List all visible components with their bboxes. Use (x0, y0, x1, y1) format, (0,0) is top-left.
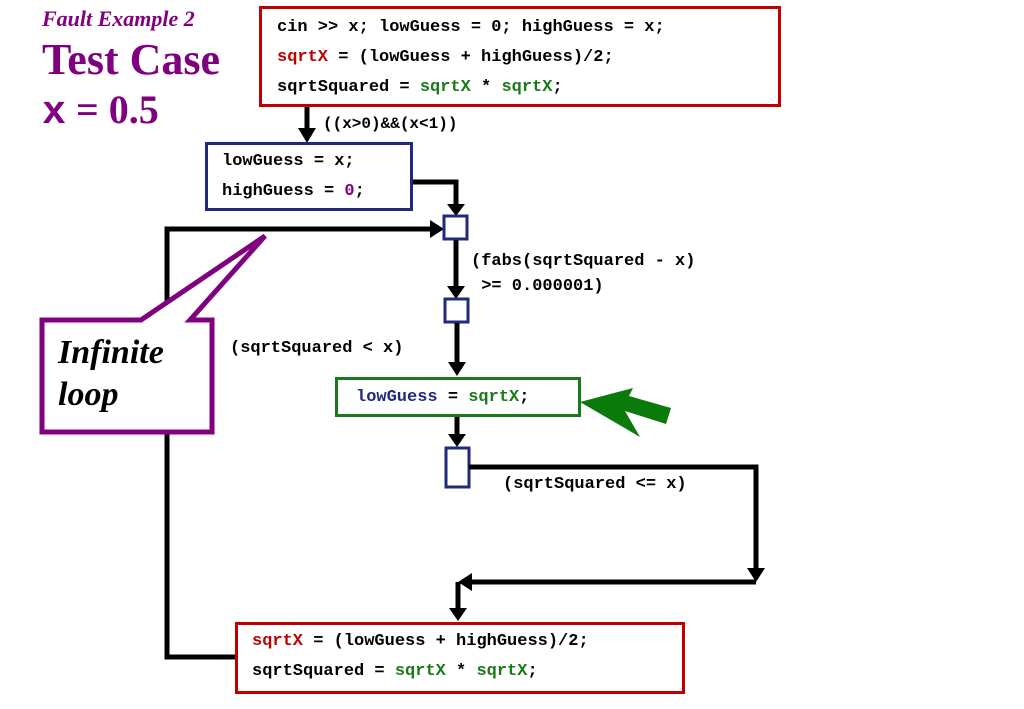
code-token: sqrtSquared = (277, 78, 420, 97)
code-token: sqrtX (501, 78, 553, 97)
less-condition-label: (sqrtSquared < x) (230, 339, 404, 358)
le-condition-label: (sqrtSquared <= x) (503, 475, 687, 494)
loop-condition-line2: >= 0.000001) (471, 277, 604, 296)
code-token: sqrtX (252, 632, 304, 651)
arrowhead-merge-left (458, 573, 472, 591)
init-code-box: cin >> x; lowGuess = 0; highGuess = x; s… (259, 6, 781, 107)
code-token: sqrtX (394, 662, 446, 681)
decision-node-loop (442, 214, 469, 241)
code-token: sqrtX (419, 78, 471, 97)
code-token: sqrtSquared = (252, 662, 395, 681)
arrowhead-node2-to-lowbox (448, 362, 466, 376)
edge-assign-to-node1 (412, 179, 459, 205)
callout-line-1: Infinite (58, 334, 164, 371)
decision-node-less (443, 297, 470, 324)
lowguess-code-box: lowGuess = sqrtX; (335, 377, 581, 417)
arrowhead-node1-to-node2 (447, 286, 465, 299)
loop-condition-line1: (fabs(sqrtSquared - x) (471, 252, 696, 271)
code-token: = (lowGuess + highGuess)/2; (303, 632, 589, 651)
code-line-2: sqrtX = (lowGuess + highGuess)/2; (277, 43, 778, 73)
code-line-1: cin >> x; lowGuess = 0; highGuess = x; (277, 18, 665, 37)
code-token: sqrtX (468, 388, 520, 407)
code-token: sqrtX (277, 48, 329, 67)
update-code-box: sqrtX = (lowGuess + highGuess)/2; sqrtSq… (235, 622, 685, 694)
code-line-1: sqrtX = (lowGuess + highGuess)/2; (252, 627, 682, 657)
code-token: 0 (344, 182, 355, 201)
arrowhead-lowbox-to-node3 (448, 434, 466, 447)
code-token: = (437, 388, 469, 407)
page-title: Test Case (42, 35, 221, 84)
arrowhead-top-to-assign (298, 128, 316, 143)
test-case-var: x (42, 91, 67, 136)
callout-bubble (39, 233, 267, 435)
code-line-3: sqrtSquared = sqrtX * sqrtX; (277, 73, 778, 103)
code-line-1: lowGuess = x; (222, 152, 355, 171)
code-token: * (445, 662, 477, 681)
code-token: lowGuess (356, 388, 438, 407)
arrowhead-loop-back (430, 220, 444, 238)
pointer-arrow-icon (580, 388, 671, 437)
code-token: * (470, 78, 502, 97)
edge-node3-right (469, 464, 759, 570)
example-label: Fault Example 2 (42, 6, 195, 31)
arrowhead-merge-down (449, 608, 467, 621)
code-line-1: lowGuess = sqrtX; (356, 383, 578, 413)
code-token: sqrtX (476, 662, 528, 681)
code-line-2: highGuess = 0; (222, 177, 410, 207)
callout-text: Infinite loop (58, 332, 164, 416)
arrowhead-assign-to-node1 (447, 204, 465, 216)
code-line-2: sqrtSquared = sqrtX * sqrtX; (252, 657, 682, 687)
callout-line-2: loop (58, 376, 119, 413)
code-token: ; (354, 182, 365, 201)
code-token: = (lowGuess + highGuess)/2; (328, 48, 614, 67)
code-token: highGuess = (222, 182, 345, 201)
edge-loop-back (164, 226, 432, 660)
assign-code-box: lowGuess = x; highGuess = 0; (205, 142, 413, 211)
code-token: ; (552, 78, 563, 97)
code-token: ; (519, 388, 530, 407)
code-token: ; (527, 662, 538, 681)
test-case-value: x = 0.5 (42, 86, 159, 138)
range-condition-label: ((x>0)&&(x<1)) (323, 115, 458, 133)
test-case-rest: = 0.5 (66, 87, 159, 132)
arrowhead-node3-down (747, 568, 765, 582)
decision-node-le (444, 446, 471, 489)
